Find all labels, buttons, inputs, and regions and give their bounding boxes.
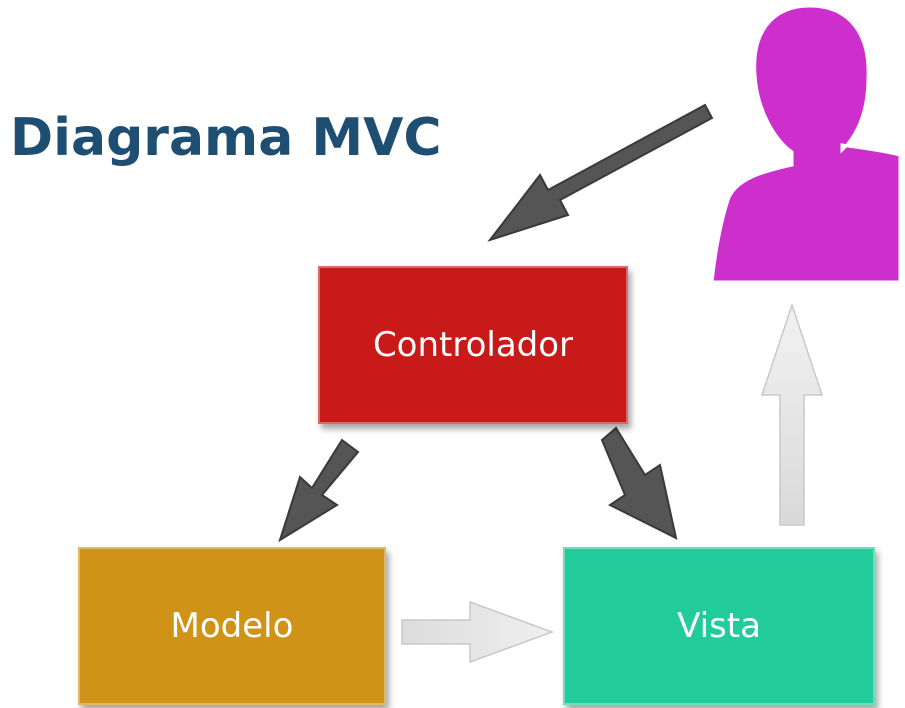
arrow-vista-to-user (760, 302, 824, 526)
arrow-controlador-to-vista (600, 426, 678, 540)
vista-label: Vista (677, 606, 761, 646)
diagram-title: Diagrama MVC (10, 108, 442, 168)
controlador-box: Controlador (318, 266, 628, 424)
arrow-user-to-controlador (487, 103, 714, 242)
arrow-controlador-to-modelo (278, 438, 360, 543)
vista-box: Vista (563, 547, 875, 705)
modelo-box: Modelo (78, 547, 386, 705)
arrow-modelo-to-vista (401, 600, 555, 664)
controlador-label: Controlador (372, 325, 574, 365)
user-head (710, 4, 902, 284)
modelo-label: Modelo (170, 606, 294, 646)
user-silhouette-icon (710, 4, 902, 284)
